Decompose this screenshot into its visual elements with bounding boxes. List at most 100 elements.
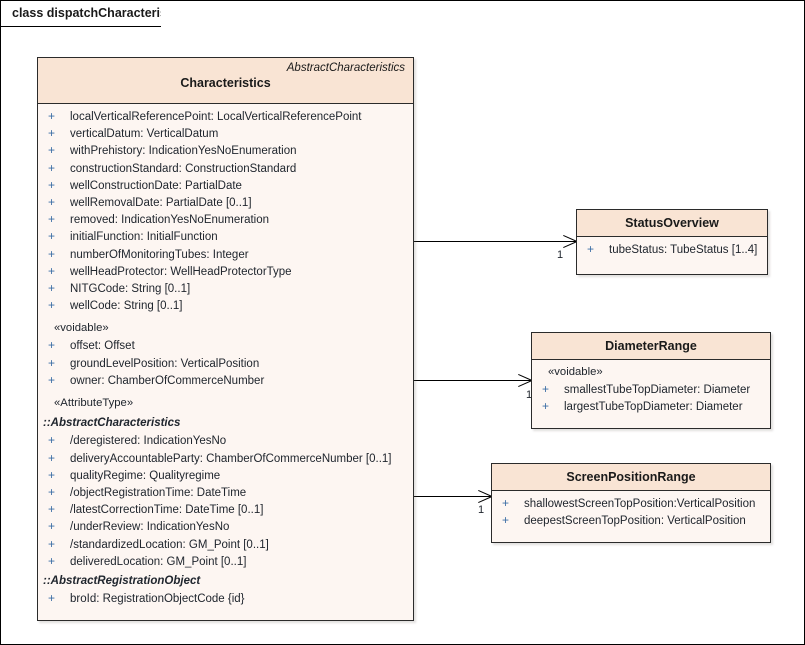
diagram-title-tab[interactable]: class dispatchCharacteristics: [1, 1, 191, 27]
attribute-label: /underReview: IndicationYesNo: [70, 521, 230, 534]
attribute-row[interactable]: + offset: Offset: [38, 337, 413, 354]
visibility-marker: +: [48, 109, 56, 123]
attribute-label: NITGCode: String [0..1]: [70, 282, 191, 295]
attribute-label: wellCode: String [0..1]: [70, 300, 183, 313]
attribute-row[interactable]: +numberOfMonitoringTubes: Integer: [38, 246, 413, 263]
connector-screen-position-range-arrowhead: [477, 489, 491, 503]
class-qualifier-abstractcharacteristics: AbstractCharacteristics: [286, 62, 405, 74]
connector-status-overview-arrowhead: [562, 234, 576, 248]
visibility-marker: +: [48, 536, 56, 551]
diagram-title-label: class dispatchCharacteristics: [12, 6, 189, 20]
visibility-marker: +: [48, 338, 56, 353]
attribute-row[interactable]: + localVerticalReferencePoint: LocalVerti…: [38, 108, 413, 125]
visibility-marker: +: [48, 484, 56, 499]
attribute-row[interactable]: +wellCode: String [0..1]: [38, 297, 413, 314]
attribute-row[interactable]: +/latestCorrectionTime: DateTime [0..1]: [38, 501, 413, 518]
attribute-row[interactable]: + /standardizedLocation: GM_Point [0..1]: [38, 536, 413, 553]
attribute-label: initialFunction: InitialFunction: [70, 231, 218, 244]
attribute-label: groundLevelPosition: VerticalPosition: [70, 357, 260, 370]
attribute-row[interactable]: +wellHeadProtector: WellHeadProtectorTyp…: [38, 263, 413, 280]
attribute-row[interactable]: +owner: ChamberOfCommerceNumber: [38, 372, 413, 389]
class-header-characteristics: AbstractCharacteristics Characteristics: [38, 58, 413, 104]
attribute-label: removed: IndicationYesNoEnumeration: [70, 214, 270, 227]
stereotype-label-attributetype: «AttributeType»: [54, 397, 134, 409]
visibility-marker: +: [48, 467, 56, 482]
attribute-label: smallestTubeTopDiameter: Diameter: [564, 384, 751, 397]
class-header-diameterrange: DiameterRange: [532, 333, 770, 360]
connector-diameter-range-line[interactable]: [413, 380, 531, 381]
attribute-row[interactable]: +deliveryAccountableParty: ChamberOfComm…: [38, 450, 413, 467]
attribute-row[interactable]: + qualityRegime: Qualityregime: [38, 467, 413, 484]
class-name-statusoverview: StatusOverview: [625, 216, 719, 230]
class-body-statusoverview: +tubeStatus: TubeStatus [1..4]: [577, 237, 767, 264]
attribute-label: /objectRegistrationTime: DateTime: [70, 486, 247, 499]
attribute-row[interactable]: +verticalDatum: VerticalDatum: [38, 125, 413, 142]
attribute-label: tubeStatus: TubeStatus [1..4]: [609, 244, 758, 256]
attribute-row[interactable]: + initialFunction: InitialFunction: [38, 228, 413, 245]
attribute-label: deepestScreenTopPosition: VerticalPositi…: [524, 515, 746, 528]
attribute-row[interactable]: + NITGCode: String [0..1]: [38, 280, 413, 297]
attribute-label: /standardizedLocation: GM_Point [0..1]: [70, 538, 269, 551]
visibility-marker: +: [48, 519, 56, 534]
visibility-marker: +: [48, 591, 56, 606]
attribute-label: largestTubeTopDiameter: Diameter: [564, 401, 743, 414]
class-body-screenpositionrange: +shallowestScreenTopPosition:VerticalPos…: [492, 491, 770, 535]
attribute-label: deliveryAccountableParty: ChamberOfComme…: [70, 452, 392, 465]
visibility-marker: +: [48, 194, 56, 209]
class-box-statusoverview[interactable]: StatusOverview +tubeStatus: TubeStatus […: [576, 209, 768, 275]
inherited-from-abstractcharacteristics: ::AbstractCharacteristics: [43, 417, 181, 430]
attribute-label: broId: RegistrationObjectCode {id}: [70, 593, 245, 606]
attribute-row[interactable]: +tubeStatus: TubeStatus [1..4]: [577, 241, 767, 258]
visibility-marker: +: [48, 263, 56, 278]
attribute-label: offset: Offset: [70, 340, 135, 353]
attribute-row[interactable]: + largestTubeTopDiameter: Diameter: [532, 398, 770, 415]
attribute-row[interactable]: +shallowestScreenTopPosition:VerticalPos…: [492, 495, 770, 512]
attribute-section-base: + localVerticalReferencePoint: LocalVerti…: [38, 108, 413, 314]
visibility-marker: +: [48, 229, 56, 244]
visibility-marker: +: [48, 372, 56, 387]
connector-status-overview-line[interactable]: [413, 241, 576, 242]
class-body-diameterrange: «voidable» +smallestTubeTopDiameter: Dia…: [532, 360, 770, 421]
attribute-label: qualityRegime: Qualityregime: [70, 469, 221, 482]
attribute-row[interactable]: + wellRemovalDate: PartialDate [0..1]: [38, 194, 413, 211]
attribute-row[interactable]: + groundLevelPosition: VerticalPosition: [38, 355, 413, 372]
class-body-characteristics: + localVerticalReferencePoint: LocalVerti…: [38, 104, 413, 613]
attribute-row[interactable]: +withPrehistory: IndicationYesNoEnumerat…: [38, 142, 413, 159]
attribute-label: constructionStandard: ConstructionStanda…: [70, 162, 297, 175]
attribute-label: numberOfMonitoringTubes: Integer: [70, 248, 249, 261]
attribute-row[interactable]: +/deregistered: IndicationYesNo: [38, 432, 413, 449]
attribute-row[interactable]: +smallestTubeTopDiameter: Diameter: [532, 381, 770, 398]
attribute-label: wellRemovalDate: PartialDate [0..1]: [70, 196, 252, 209]
attribute-row[interactable]: + broId: RegistrationObjectCode {id}: [38, 590, 413, 607]
attribute-label: localVerticalReferencePoint: LocalVertic…: [70, 111, 362, 123]
stereotype-label-voidable: «voidable»: [548, 366, 603, 378]
attribute-row[interactable]: + removed: IndicationYesNoEnumeration: [38, 211, 413, 228]
visibility-marker: +: [48, 212, 56, 227]
visibility-marker: +: [48, 280, 56, 295]
class-box-screenpositionrange[interactable]: ScreenPositionRange +shallowestScreenTop…: [491, 463, 771, 543]
class-box-diameterrange[interactable]: DiameterRange «voidable» +smallestTubeTo…: [531, 332, 771, 429]
attribute-row[interactable]: + /underReview: IndicationYesNo: [38, 518, 413, 535]
attribute-label: shallowestScreenTopPosition:VerticalPosi…: [524, 498, 756, 510]
attribute-section-attributetype: «AttributeType»: [38, 395, 413, 412]
attribute-row[interactable]: +deliveredLocation: GM_Point [0..1]: [38, 553, 413, 570]
class-name-characteristics: Characteristics: [180, 76, 271, 90]
attribute-label: verticalDatum: VerticalDatum: [70, 128, 219, 141]
connector-screen-position-range-multiplicity: 1: [478, 504, 485, 516]
attribute-row[interactable]: +wellConstructionDate: PartialDate: [38, 177, 413, 194]
attribute-section-voidable: «voidable» +offset: Offset +groundLevelP…: [38, 320, 413, 389]
attribute-row[interactable]: +deepestScreenTopPosition: VerticalPosit…: [492, 512, 770, 529]
class-name-screenpositionrange: ScreenPositionRange: [566, 470, 696, 484]
diagram-title-tab-slant: [161, 1, 191, 28]
attribute-row[interactable]: +constructionStandard: ConstructionStand…: [38, 160, 413, 177]
class-name-diameterrange: DiameterRange: [605, 339, 697, 353]
attribute-row[interactable]: + /objectRegistrationTime: DateTime: [38, 484, 413, 501]
attribute-label: withPrehistory: IndicationYesNoEnumerati…: [70, 145, 297, 158]
connector-screen-position-range-line[interactable]: [413, 496, 491, 497]
visibility-marker: +: [542, 399, 550, 414]
attribute-label: /deregistered: IndicationYesNo: [70, 435, 227, 448]
visibility-marker: +: [48, 355, 56, 370]
connector-diameter-range-arrowhead: [517, 373, 531, 387]
class-box-characteristics[interactable]: AbstractCharacteristics Characteristics …: [37, 57, 414, 621]
